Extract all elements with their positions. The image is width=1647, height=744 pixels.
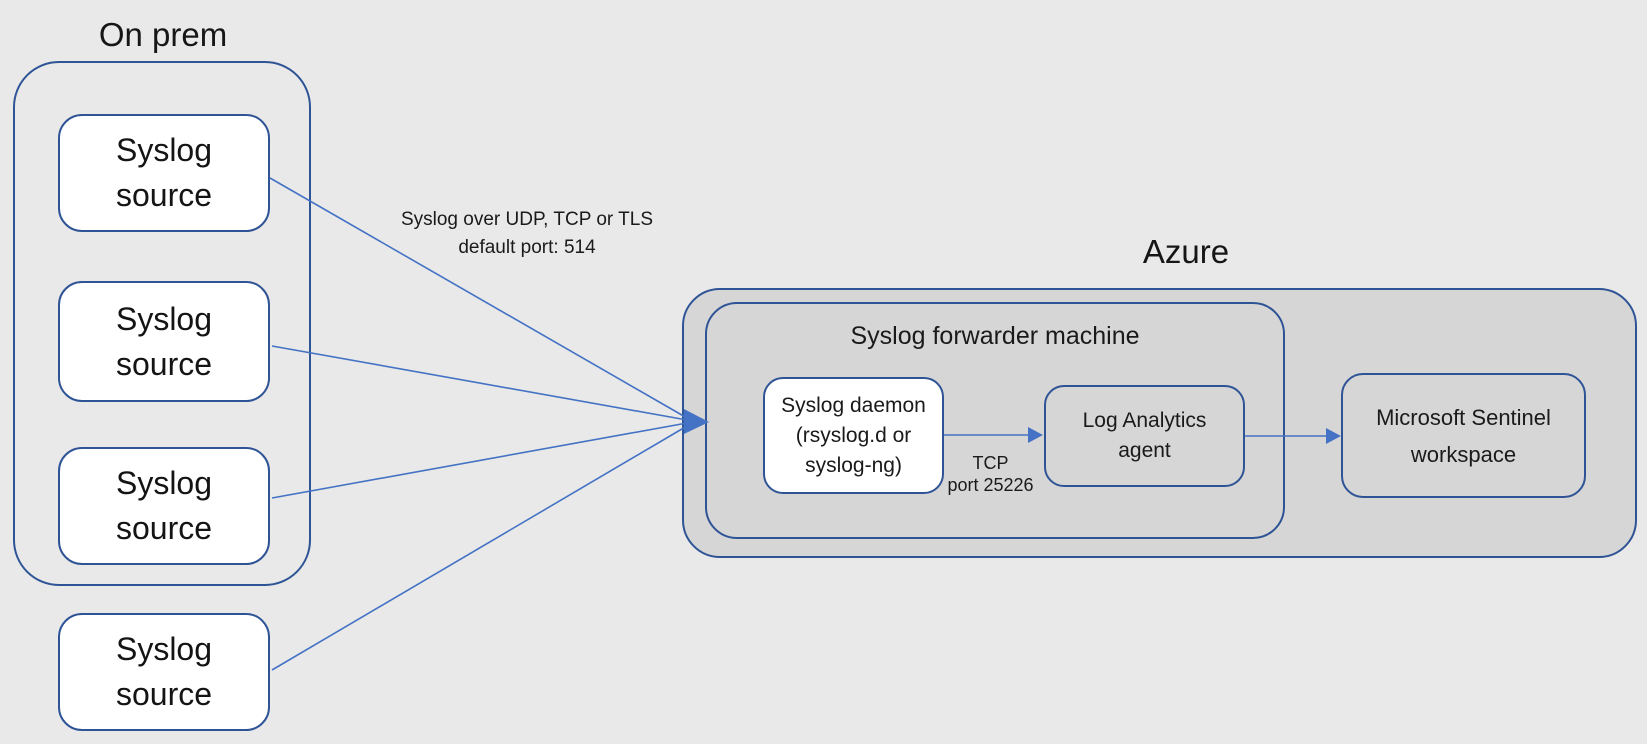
sentinel-workspace-label-line1: Microsoft Sentinel: [1376, 404, 1551, 430]
syslog-source-label-line1: Syslog: [115, 300, 213, 337]
syslog-source-label-line1: Syslog: [115, 631, 213, 667]
log-analytics-agent-label-line1: Log Analytics: [1082, 409, 1207, 432]
connection-protocol-line: Syslog over UDP, TCP or TLS: [400, 209, 654, 230]
syslog-source-box-2: Syslog source: [58, 281, 270, 402]
syslog-daemon-label-line1: Syslog daemon: [781, 393, 926, 417]
syslog-source-line-2: [271, 345, 688, 421]
sentinel-workspace-label-line2: workspace: [1410, 441, 1517, 467]
syslog-source-label-line1: Syslog: [115, 465, 213, 501]
log-analytics-agent-box: Log Analytics agent: [1044, 385, 1245, 487]
syslog-source-label-line2: source: [115, 345, 213, 382]
log-analytics-agent-label-line2: agent: [1118, 439, 1171, 462]
tcp-port-label: TCP port 25226: [920, 452, 1061, 496]
tcp-port-label-line1: TCP: [972, 453, 1009, 473]
syslog-source-box-3: Syslog source: [58, 447, 270, 565]
connection-protocol-label: Syslog over UDP, TCP or TLS default port…: [377, 206, 677, 262]
connection-port-line: default port: 514: [458, 237, 596, 258]
syslog-source-label-line1: Syslog: [115, 132, 213, 168]
syslog-source-box-4: Syslog source: [58, 613, 270, 731]
syslog-source-label-line2: source: [115, 510, 213, 546]
syslog-daemon-label-line3: syslog-ng): [805, 453, 902, 477]
tcp-port-label-line2: port 25226: [947, 475, 1034, 495]
syslog-daemon-label-line2: (rsyslog.d or: [795, 423, 912, 447]
syslog-source-line-4: [271, 425, 688, 671]
syslog-daemon-box: Syslog daemon (rsyslog.d or syslog-ng): [763, 377, 944, 494]
azure-title: Azure: [1142, 233, 1230, 270]
syslog-source-box-1: Syslog source: [58, 114, 270, 232]
syslog-source-label-line2: source: [115, 676, 213, 712]
on-prem-title: On prem: [98, 16, 228, 53]
syslog-source-line-3: [271, 422, 688, 499]
syslog-source-label-line2: source: [115, 177, 213, 213]
syslog-forwarder-title: Syslog forwarder machine: [850, 322, 1140, 350]
sentinel-workspace-box: Microsoft Sentinel workspace: [1341, 373, 1586, 498]
